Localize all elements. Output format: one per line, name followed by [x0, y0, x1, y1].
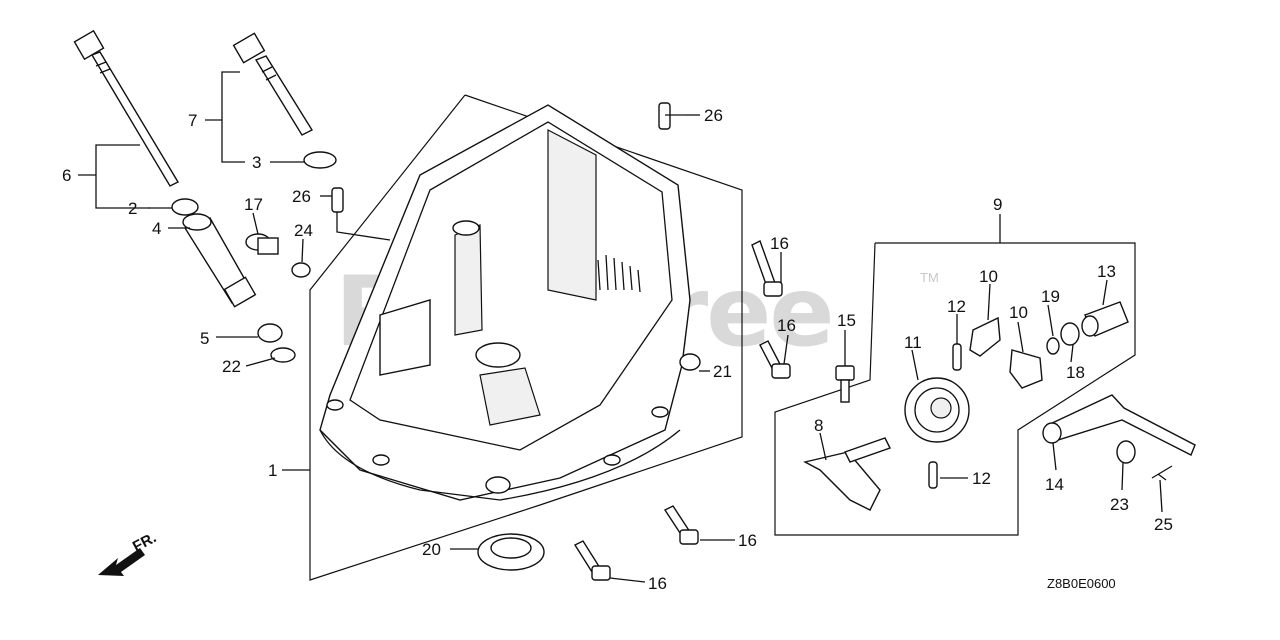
callout-25: 25	[1154, 515, 1173, 534]
flange-bolt-16c[interactable]	[663, 505, 699, 545]
callout-14: 14	[1045, 475, 1064, 494]
pin-12a[interactable]	[952, 343, 962, 371]
front-arrow-icon	[98, 548, 145, 576]
callout-19: 19	[1041, 287, 1060, 306]
callout-8: 8	[814, 416, 823, 435]
washer-19[interactable]	[1046, 337, 1060, 355]
front-indicator-label: FR.	[130, 529, 159, 555]
dipstick-7[interactable]	[232, 32, 313, 136]
flange-bolt-16d[interactable]	[573, 540, 611, 581]
callout-10b: 10	[1009, 303, 1028, 322]
callout-3: 3	[252, 153, 261, 172]
callout-16b: 16	[777, 316, 796, 335]
callout-11: 11	[904, 333, 922, 352]
callout-26b: 26	[292, 187, 311, 206]
dowel-pin-26a[interactable]	[658, 102, 671, 130]
washer-18[interactable]	[1060, 322, 1080, 346]
washer-5[interactable]	[257, 323, 283, 343]
callout-9: 9	[993, 195, 1002, 214]
callout-16c: 16	[738, 531, 757, 550]
bolt-15[interactable]	[835, 365, 855, 403]
dowel-pin-26b[interactable]	[331, 187, 344, 213]
callout-1: 1	[268, 461, 277, 480]
plate-8[interactable]	[803, 437, 891, 511]
washer-22[interactable]	[270, 347, 296, 363]
o-ring-3[interactable]	[303, 151, 337, 169]
callout-18: 18	[1066, 363, 1085, 382]
callout-5: 5	[200, 329, 209, 348]
clip-25[interactable]	[1151, 465, 1173, 481]
diagram-code: Z8B0E0600	[1047, 576, 1116, 591]
callout-17: 17	[244, 195, 263, 214]
assembly-outline-9	[774, 242, 1136, 536]
callout-4: 4	[152, 219, 161, 238]
callout-20: 20	[422, 540, 441, 559]
weight-10b[interactable]	[1009, 349, 1043, 389]
washer-24[interactable]	[291, 262, 311, 278]
callout-24: 24	[294, 221, 313, 240]
callout-12a: 12	[947, 297, 966, 316]
sleeve-13[interactable]	[1081, 301, 1129, 337]
trademark: TM	[920, 270, 939, 285]
callout-16a: 16	[770, 234, 789, 253]
callout-13: 13	[1097, 262, 1116, 281]
oil-seal-20[interactable]	[477, 533, 545, 571]
crankcase-cover-1[interactable]	[319, 104, 691, 501]
callout-7: 7	[188, 111, 197, 130]
callout-12b: 12	[972, 469, 991, 488]
governor-shaft-14[interactable]	[1042, 394, 1196, 456]
leader-lines	[78, 71, 1163, 583]
callout-16d: 16	[648, 574, 667, 593]
callout-21: 21	[713, 362, 732, 381]
nut-21[interactable]	[679, 353, 701, 371]
washer-23[interactable]	[1116, 440, 1136, 464]
flange-bolt-16b[interactable]	[759, 340, 791, 379]
filler-tube-4[interactable]	[182, 213, 257, 308]
dipstick-6[interactable]	[73, 29, 179, 187]
callout-22: 22	[222, 357, 241, 376]
callout-6: 6	[62, 166, 71, 185]
weight-10a[interactable]	[969, 316, 1001, 357]
callout-2: 2	[128, 199, 137, 218]
o-ring-2[interactable]	[171, 198, 199, 216]
callout-10a: 10	[979, 267, 998, 286]
pin-12b[interactable]	[928, 461, 938, 489]
callout-26a: 26	[704, 106, 723, 125]
callout-15: 15	[837, 311, 856, 330]
flange-bolt-16a[interactable]	[751, 240, 783, 297]
callout-23: 23	[1110, 495, 1129, 514]
assembly-outline-1	[309, 94, 743, 581]
bolt-17[interactable]	[245, 233, 279, 255]
governor-gear-11[interactable]	[904, 377, 970, 443]
